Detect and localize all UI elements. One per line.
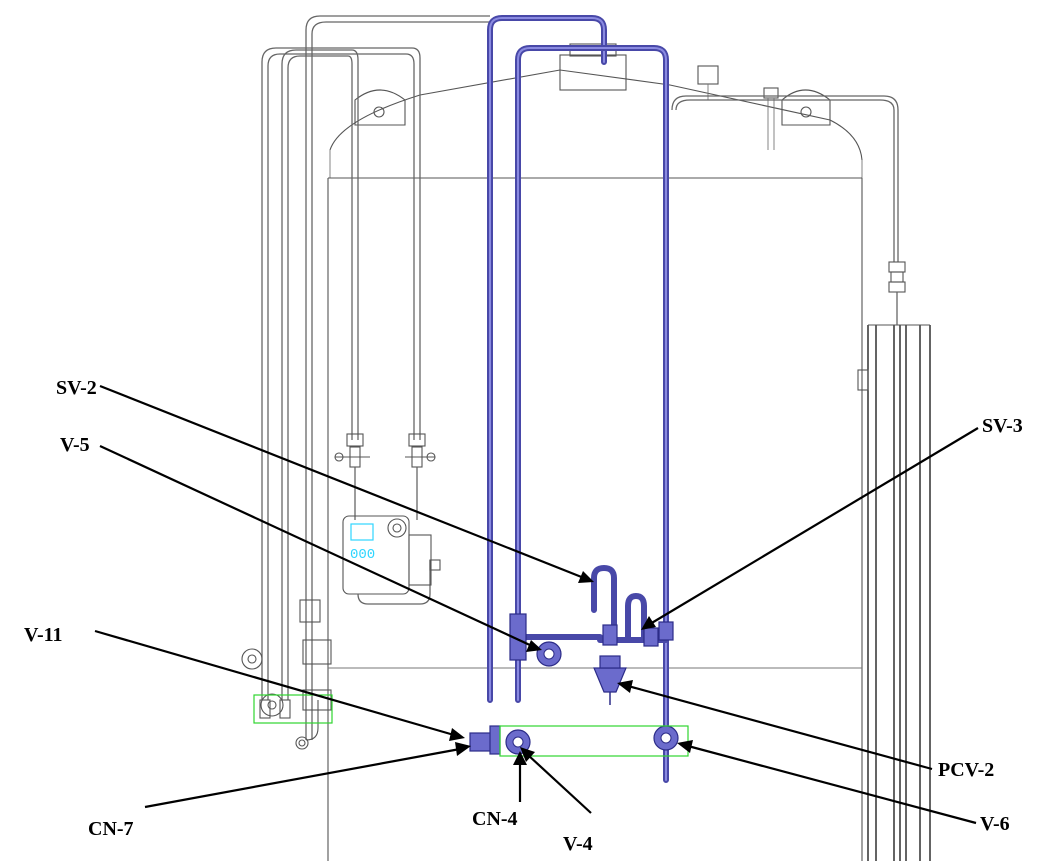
label-cn4: CN-4	[472, 808, 518, 830]
control-panel: 000	[342, 515, 441, 605]
v4-leader	[527, 754, 592, 814]
lifting-lug-left	[354, 89, 406, 126]
v4-valve-handwheel	[505, 729, 531, 755]
label-v6: V-6	[980, 813, 1010, 835]
label-pcv2: PCV-2	[938, 759, 994, 781]
lifting-lug-right	[781, 89, 831, 126]
v11-leader	[94, 629, 455, 737]
label-sv2: SV-2	[56, 377, 97, 399]
highlight-box-left	[253, 694, 333, 724]
label-v4: V-4	[563, 833, 593, 855]
callout-labels: SV-2 V-5 V-11 CN-7 CN-4 V-4 V-6 PCV-2 SV…	[24, 377, 1023, 855]
sv3-leader	[649, 427, 979, 625]
left-tube-bundle	[241, 15, 490, 750]
tank	[327, 43, 863, 861]
left-handwheel-lower	[260, 693, 284, 717]
v6-valve-handwheel	[653, 725, 679, 751]
pcv2-leader	[627, 684, 933, 771]
v5-valve-handwheel	[536, 641, 562, 667]
label-v5: V-5	[60, 434, 90, 456]
sv2-leader	[99, 384, 585, 580]
label-cn7: CN-7	[88, 818, 134, 840]
leader-lines	[94, 384, 979, 825]
label-sv3: SV-3	[982, 415, 1023, 437]
v5-leader	[99, 445, 533, 647]
left-handwheel-upper	[241, 648, 263, 670]
level-column	[671, 95, 931, 861]
panel-display-readout: 000	[350, 547, 375, 563]
blue-piping	[469, 15, 689, 783]
cn7-leader	[144, 747, 461, 809]
v6-leader	[687, 744, 977, 825]
label-v11: V-11	[24, 624, 63, 646]
